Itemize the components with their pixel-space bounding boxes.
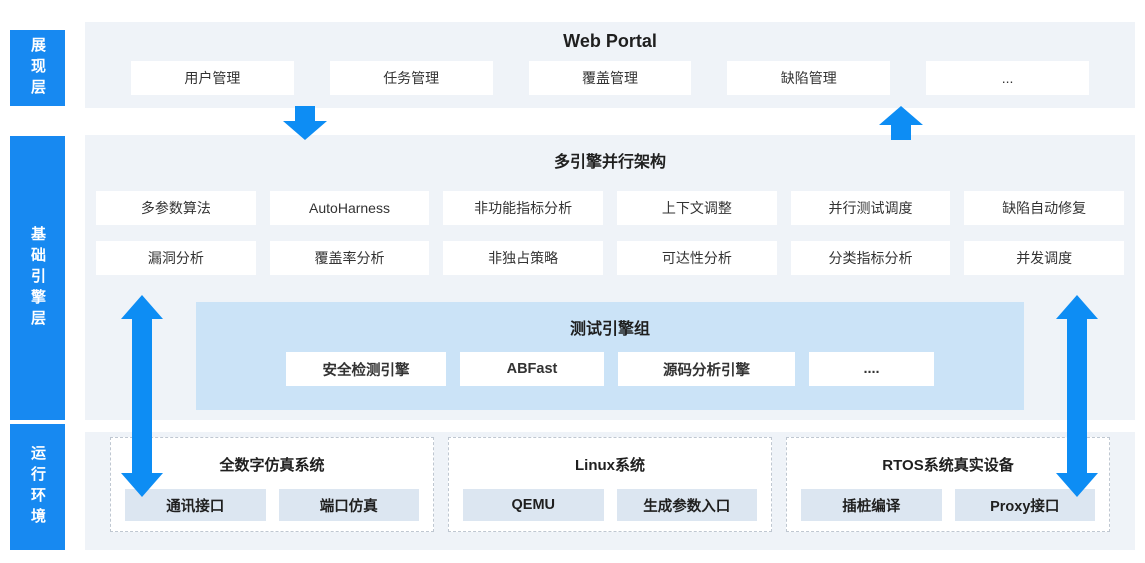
- portal-title: Web Portal: [563, 31, 657, 51]
- runtime-group-linux-title: Linux系统: [575, 457, 645, 474]
- engine-security-detect: 安全检测引擎: [286, 352, 446, 386]
- portal-item-coverage-mgmt: 覆盖管理: [528, 61, 692, 95]
- capability-reachability-analysis: 可达性分析: [617, 241, 777, 275]
- portal-item-more: ...: [926, 61, 1089, 95]
- capability-context-adjust: 上下文调整: [617, 191, 777, 225]
- test-engine-row: 安全检测引擎 ABFast 源码分析引擎 ....: [196, 352, 1024, 386]
- runtime-item-qemu: QEMU: [463, 489, 604, 521]
- double-arrow-right-icon: [1056, 295, 1098, 497]
- runtime-group-rtos-items: 插桩编译 Proxy接口: [787, 489, 1109, 521]
- capability-nonexclusive-strategy: 非独占策略: [443, 241, 604, 275]
- runtime-item-proxy-interface: Proxy接口: [954, 489, 1095, 521]
- capability-parallel-test-sched: 并行测试调度: [790, 191, 951, 225]
- runtime-group-linux: Linux系统 QEMU 生成参数入口: [448, 437, 772, 532]
- portal-item-row: 用户管理 任务管理 覆盖管理 缺陷管理 ...: [85, 61, 1135, 95]
- capability-coverage-analysis: 覆盖率分析: [269, 241, 430, 275]
- arrow-up-icon: [879, 106, 923, 140]
- multi-engine-title: 多引擎并行架构: [553, 154, 666, 171]
- runtime-group-digital-sim-title: 全数字仿真系统: [219, 457, 325, 474]
- capability-nonfunc-metrics: 非功能指标分析: [443, 191, 604, 225]
- capability-autoharness: AutoHarness: [269, 191, 430, 225]
- test-engine-group-title: 测试引擎组: [569, 321, 650, 338]
- runtime-panel: 全数字仿真系统 通讯接口 端口仿真 Linux系统 QEMU 生成参数入口 RT…: [85, 432, 1135, 550]
- arrow-down-icon: [283, 106, 327, 140]
- portal-panel: Web Portal 用户管理 任务管理 覆盖管理 缺陷管理 ...: [85, 22, 1135, 108]
- runtime-group-rtos: RTOS系统真实设备 插桩编译 Proxy接口: [786, 437, 1110, 532]
- capability-vuln-analysis: 漏洞分析: [96, 241, 256, 275]
- double-arrow-left-icon: [121, 295, 163, 497]
- engine-source-analysis: 源码分析引擎: [618, 352, 795, 386]
- capability-defect-autofix: 缺陷自动修复: [964, 191, 1125, 225]
- portal-item-task-mgmt: 任务管理: [329, 61, 493, 95]
- engine-more: ....: [809, 352, 934, 386]
- capability-concurrent-sched: 并发调度: [964, 241, 1125, 275]
- engine-capability-row-1: 多参数算法 AutoHarness 非功能指标分析 上下文调整 并行测试调度 缺…: [85, 191, 1135, 225]
- engine-abfast: ABFast: [460, 352, 604, 386]
- layer-tab-runtime-label: 运行环境: [29, 445, 46, 529]
- multi-engine-panel: 多引擎并行架构 多参数算法 AutoHarness 非功能指标分析 上下文调整 …: [85, 135, 1135, 420]
- runtime-item-port-sim: 端口仿真: [278, 489, 419, 521]
- portal-item-defect-mgmt: 缺陷管理: [727, 61, 891, 95]
- runtime-item-instrument-compile: 插桩编译: [801, 489, 942, 521]
- runtime-group-rtos-title: RTOS系统真实设备: [882, 457, 1014, 474]
- runtime-item-param-entry: 生成参数入口: [616, 489, 757, 521]
- runtime-group-row: 全数字仿真系统 通讯接口 端口仿真 Linux系统 QEMU 生成参数入口 RT…: [85, 437, 1135, 532]
- runtime-group-linux-items: QEMU 生成参数入口: [449, 489, 771, 521]
- layer-tab-engine-label: 基础引擎层: [29, 225, 46, 331]
- capability-classified-metrics: 分类指标分析: [790, 241, 951, 275]
- capability-multiparam-algo: 多参数算法: [96, 191, 256, 225]
- layer-tab-runtime: 运行环境: [10, 424, 65, 550]
- runtime-group-digital-sim-items: 通讯接口 端口仿真: [111, 489, 433, 521]
- runtime-group-digital-sim: 全数字仿真系统 通讯接口 端口仿真: [110, 437, 434, 532]
- runtime-item-comm-interface: 通讯接口: [125, 489, 266, 521]
- layer-tab-presentation-label: 展现层: [29, 36, 46, 100]
- layer-tab-engine: 基础引擎层: [10, 136, 65, 420]
- portal-item-user-mgmt: 用户管理: [131, 61, 294, 95]
- test-engine-group-panel: 测试引擎组 安全检测引擎 ABFast 源码分析引擎 ....: [196, 302, 1024, 410]
- layer-tab-presentation: 展现层: [10, 30, 65, 106]
- engine-capability-row-2: 漏洞分析 覆盖率分析 非独占策略 可达性分析 分类指标分析 并发调度: [85, 241, 1135, 275]
